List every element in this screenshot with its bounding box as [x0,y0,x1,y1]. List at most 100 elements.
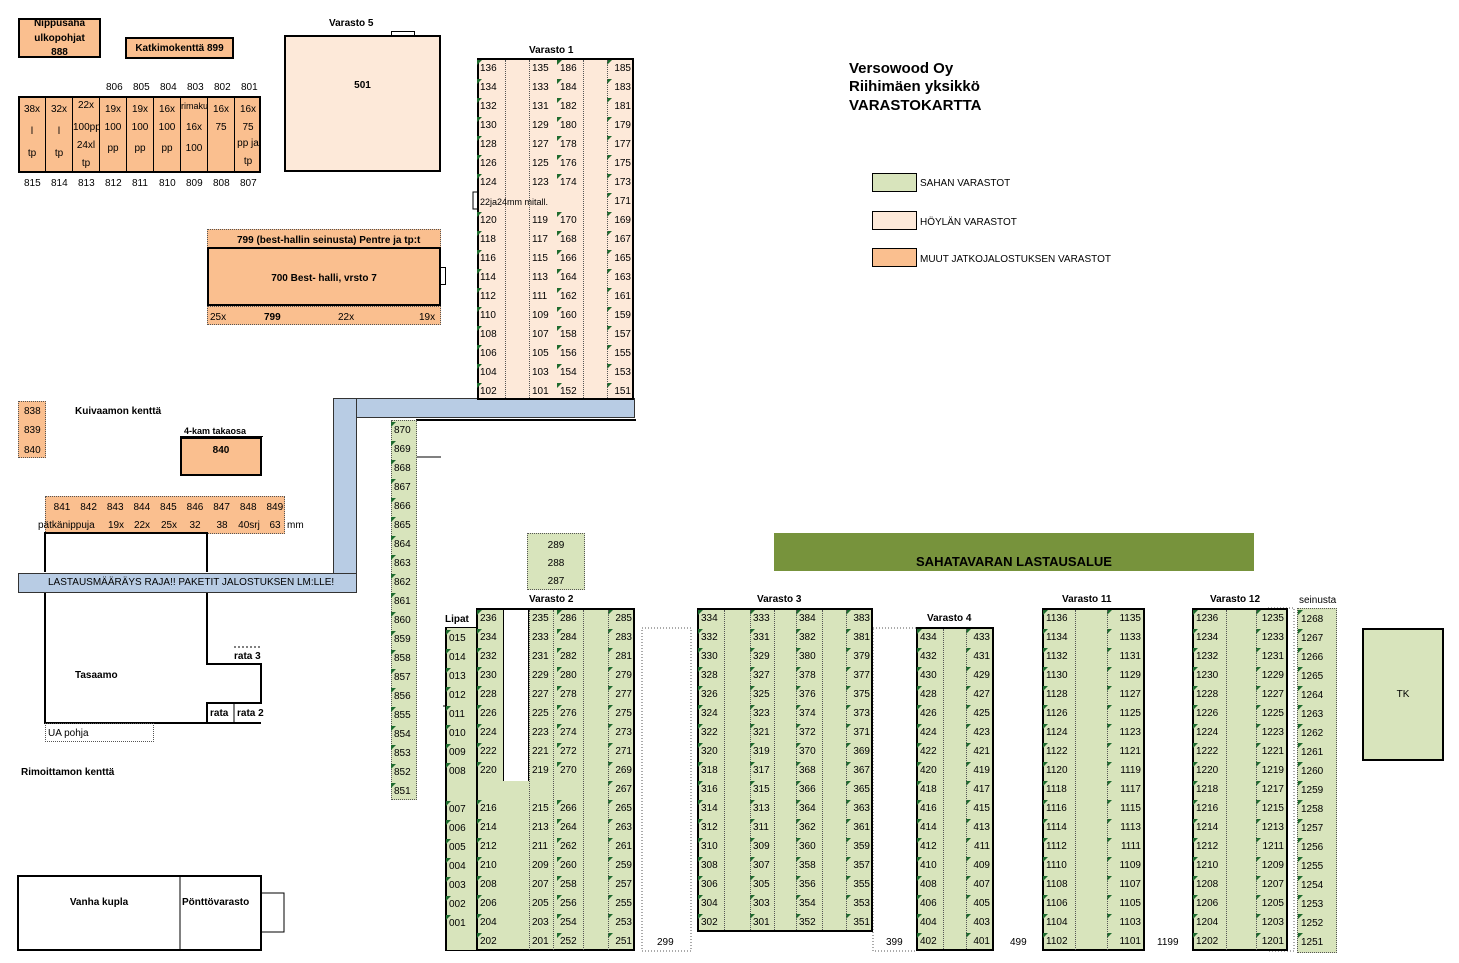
slot-201[interactable]: 201 [532,936,549,947]
slot-1219[interactable]: 1219 [1256,762,1287,781]
slot-178[interactable]: 178 [557,136,583,155]
slot-384[interactable]: 384 [796,610,822,629]
slot-230[interactable]: 230 [477,667,503,686]
slot-232[interactable]: 232 [477,648,503,667]
slot-130[interactable]: 130 [477,117,505,136]
slot-420[interactable]: 420 [917,762,943,781]
area-888[interactable] [18,18,101,58]
slot-309[interactable]: 309 [750,838,774,857]
best-hall[interactable] [207,247,441,306]
slot-410[interactable]: 410 [917,857,943,876]
slot-259[interactable]: 259 [608,857,635,876]
slot-166[interactable]: 166 [557,250,583,269]
slot-315[interactable]: 315 [750,781,774,800]
area-899[interactable] [125,37,234,59]
slot-005[interactable]: 005 [446,839,476,858]
slot-235[interactable]: 235 [532,613,549,624]
slot-1262[interactable]: 1262 [1298,724,1336,743]
slot-1126[interactable]: 1126 [1043,705,1075,724]
slot-1236[interactable]: 1236 [1193,610,1226,629]
slot-258[interactable]: 258 [557,876,583,895]
slot-159[interactable]: 159 [607,307,634,326]
slot-203[interactable]: 203 [532,917,549,928]
slot-1255[interactable]: 1255 [1298,857,1336,876]
slot-282[interactable]: 282 [557,648,583,667]
slot-175[interactable]: 175 [607,155,634,174]
slot-358[interactable]: 358 [796,857,822,876]
slot-1205[interactable]: 1205 [1256,895,1287,914]
slot-109[interactable]: 109 [532,310,549,321]
slot-227[interactable]: 227 [532,689,549,700]
slot-318[interactable]: 318 [698,762,724,781]
row-800-slot[interactable] [45,96,72,173]
slot-864[interactable]: 864 [391,536,417,555]
slot-286[interactable]: 286 [557,610,583,629]
slot-260[interactable]: 260 [557,857,583,876]
slot-868[interactable]: 868 [391,460,417,479]
slot-225[interactable]: 225 [532,708,549,719]
slot-434[interactable]: 434 [917,629,943,648]
slot-351[interactable]: 351 [846,914,873,933]
slot-355[interactable]: 355 [846,876,873,895]
slot-222[interactable]: 222 [477,743,503,762]
varasto5-box[interactable] [284,35,441,172]
slot-1232[interactable]: 1232 [1193,648,1226,667]
slot-323[interactable]: 323 [750,705,774,724]
slot-380[interactable]: 380 [796,648,822,667]
slot-376[interactable]: 376 [796,686,822,705]
slot-1216[interactable]: 1216 [1193,800,1226,819]
slot-412[interactable]: 412 [917,838,943,857]
slot-334[interactable]: 334 [698,610,724,629]
slot-1258[interactable]: 1258 [1298,800,1336,819]
slot-428[interactable]: 428 [917,686,943,705]
slot-1259[interactable]: 1259 [1298,781,1336,800]
slot-1117[interactable]: 1117 [1107,781,1144,800]
slot-423[interactable]: 423 [966,724,993,743]
slot-851[interactable]: 851 [391,783,417,802]
slot-161[interactable]: 161 [607,288,634,307]
row-800-slot[interactable] [153,96,180,173]
slot-007[interactable]: 007 [446,801,476,820]
row-800-slot[interactable] [180,96,207,173]
slot-861[interactable]: 861 [391,593,417,612]
slot-002[interactable]: 002 [446,896,476,915]
slot-322[interactable]: 322 [698,724,724,743]
slot-329[interactable]: 329 [750,648,774,667]
slot-305[interactable]: 305 [750,876,774,895]
slot-253[interactable]: 253 [608,914,635,933]
slot-165[interactable]: 165 [607,250,634,269]
slot-377[interactable]: 377 [846,667,873,686]
slot-1222[interactable]: 1222 [1193,743,1226,762]
slot-129[interactable]: 129 [532,120,549,131]
slot-365[interactable]: 365 [846,781,873,800]
slot-1116[interactable]: 1116 [1043,800,1075,819]
slot-870[interactable]: 870 [391,422,417,441]
slot-332[interactable]: 332 [698,629,724,648]
row-800-slot[interactable] [234,96,261,173]
slot-234[interactable]: 234 [477,629,503,648]
tk-box[interactable] [1362,628,1444,761]
slot-433[interactable]: 433 [966,629,993,648]
slot-1128[interactable]: 1128 [1043,686,1075,705]
slot-408[interactable]: 408 [917,876,943,895]
row-800-slot[interactable] [99,96,126,173]
slot-853[interactable]: 853 [391,745,417,764]
slot-113[interactable]: 113 [532,272,548,283]
slot-1108[interactable]: 1108 [1043,876,1075,895]
slot-1231[interactable]: 1231 [1256,648,1287,667]
slot-276[interactable]: 276 [557,705,583,724]
slot-1233[interactable]: 1233 [1256,629,1287,648]
slot-1257[interactable]: 1257 [1298,819,1336,838]
slot-326[interactable]: 326 [698,686,724,705]
slot-168[interactable]: 168 [557,231,583,250]
slot-1226[interactable]: 1226 [1193,705,1226,724]
slot-131[interactable]: 131 [532,101,549,112]
slot-1132[interactable]: 1132 [1043,648,1075,667]
slot-862[interactable]: 862 [391,574,417,593]
slot-416[interactable]: 416 [917,800,943,819]
slot-374[interactable]: 374 [796,705,822,724]
slot-302[interactable]: 302 [698,914,724,933]
slot-214[interactable]: 214 [477,819,503,838]
slot-251[interactable]: 251 [608,933,635,952]
slot-274[interactable]: 274 [557,724,583,743]
